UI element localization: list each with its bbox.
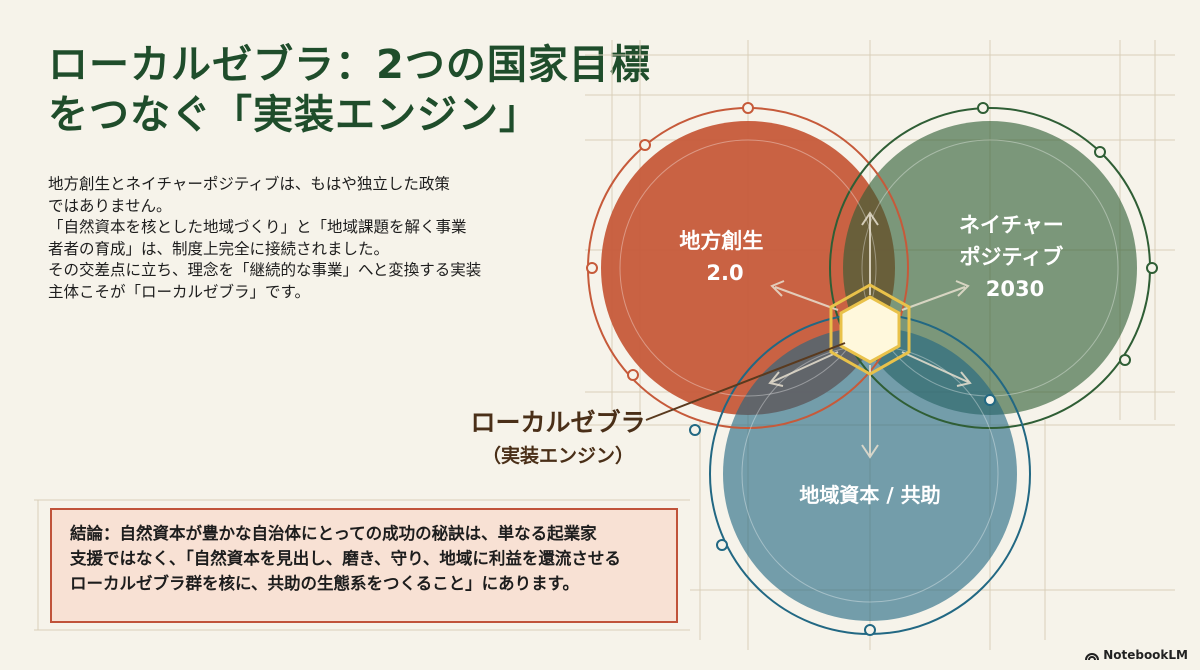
- page-title: ローカルゼブラ：2つの国家目標 をつなぐ「実装エンジン」: [48, 40, 651, 140]
- conclusion-line: 支援ではなく、「自然資本を見出し、磨き、守り、地域に利益を還流させる: [70, 549, 621, 568]
- intro-line: ではありません。: [48, 196, 172, 215]
- center-arrows: [768, 211, 972, 459]
- leader-line: [645, 342, 846, 421]
- brand-name: NotebookLM: [1103, 648, 1188, 662]
- conclusion-line: 結論：自然資本が豊かな自治体にとっての成功の秘訣は、単なる起業家: [70, 524, 597, 543]
- nature-label: ネイチャー ポジティブ 2030: [959, 213, 1071, 301]
- title-line-2: をつなぐ「実装エンジン」: [48, 92, 540, 138]
- intro-line: 「自然資本を核とした地域づくり」と「地域課題を解く事業: [48, 218, 467, 236]
- intro-line: 地方創生とネイチャーポジティブは、もはや独立した政策: [48, 175, 450, 193]
- center-label: ローカルゼブラ: [470, 408, 645, 437]
- intro-paragraph: 地方創生とネイチャーポジティブは、もはや独立した政策 ではありません。 「自然資…: [48, 174, 568, 303]
- conclusion-line: ローカルゼブラ群を核に、共助の生態系をつくること」にあります。: [70, 574, 580, 593]
- regional-label: 地方創生 2.0: [679, 229, 770, 285]
- ring-nodes: [586, 102, 1158, 636]
- regional-inner-ring: [619, 139, 877, 397]
- conclusion-box: 結論：自然資本が豊かな自治体にとっての成功の秘訣は、単なる起業家 支援ではなく、…: [50, 508, 678, 623]
- intro-line: 者者の育成」は、制度上完全に接続されました。: [48, 239, 390, 258]
- title-line-1: ローカルゼブラ：2つの国家目標: [48, 42, 651, 88]
- center-hexagon: [829, 283, 911, 376]
- center-sublabel: （実装エンジン）: [482, 444, 634, 467]
- capital-label: 地域資本 / 共助: [799, 483, 940, 507]
- intro-line: その交差点に立ち、理念を「継続的な事業」へと変換する実装: [48, 261, 482, 279]
- brand-mark: NotebookLM: [1085, 648, 1188, 662]
- intro-line: 主体こそが「ローカルゼブラ」です。: [48, 282, 310, 301]
- capital-circle: [723, 327, 1017, 621]
- notebooklm-logo-icon: [1085, 653, 1100, 661]
